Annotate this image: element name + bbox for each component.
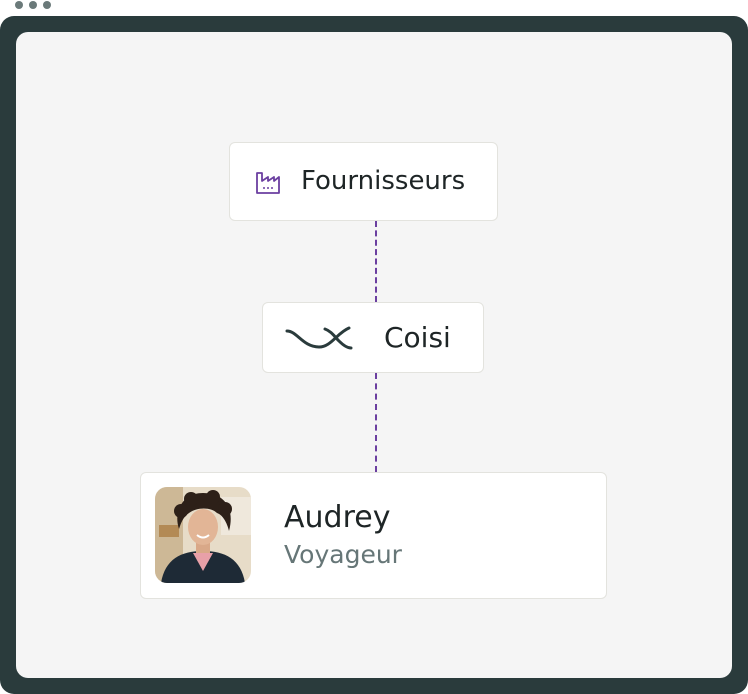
window-dot-2 bbox=[29, 1, 37, 9]
suppliers-node: Fournisseurs bbox=[229, 142, 498, 221]
connector-suppliers-coisi bbox=[375, 221, 377, 302]
person-role: Voyageur bbox=[284, 540, 402, 569]
coisi-logo-icon bbox=[285, 326, 353, 350]
coisi-node: Coisi bbox=[262, 302, 484, 373]
window-dot-1 bbox=[15, 1, 23, 9]
avatar-photo bbox=[155, 487, 251, 583]
diagram-canvas: Fournisseurs Coisi bbox=[16, 32, 732, 678]
window-dot-3 bbox=[43, 1, 51, 9]
suppliers-label: Fournisseurs bbox=[301, 166, 466, 196]
coisi-label: Coisi bbox=[384, 321, 451, 354]
window-frame: Fournisseurs Coisi bbox=[0, 16, 748, 694]
factory-icon bbox=[256, 172, 280, 194]
connector-coisi-person bbox=[375, 373, 377, 472]
avatar bbox=[155, 487, 251, 583]
person-card: Audrey Voyageur bbox=[140, 472, 607, 599]
person-name: Audrey bbox=[284, 500, 391, 535]
window-dots bbox=[15, 0, 51, 10]
